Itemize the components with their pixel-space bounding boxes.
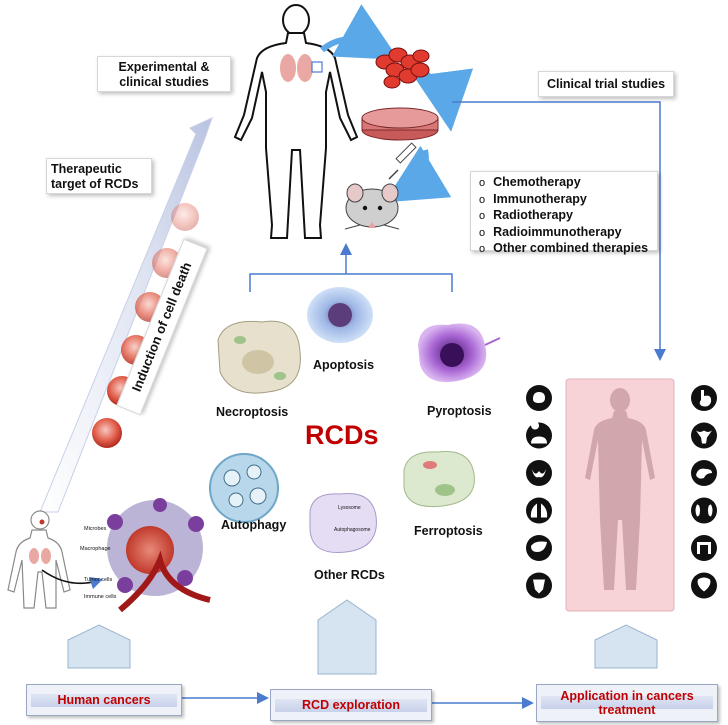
organ-icons-right [691, 385, 717, 599]
other-rcds-cell [309, 492, 377, 554]
experimental-studies-label: Experimental & clinical studies [118, 60, 210, 89]
step-application: Application in cancers treatment [536, 684, 718, 722]
colon-icon [691, 535, 717, 561]
therapy-item: Other combined therapies [479, 241, 649, 258]
label-immune-cells: Immune cells [84, 594, 117, 600]
label-autophagy: Autophagy [221, 518, 287, 532]
pyroptosis-cell [418, 323, 501, 383]
step-rcd-exploration-label: RCD exploration [302, 697, 400, 712]
curved-arrow-body-to-cells [320, 4, 399, 60]
step-application-label: Application in cancers treatment [560, 688, 694, 717]
thyroid-icon [526, 460, 552, 486]
lungs-icon [526, 497, 552, 524]
clinical-trial-label: Clinical trial studies [546, 77, 666, 91]
necroptosis-cell [217, 320, 301, 394]
apoptosis-cell [307, 287, 373, 343]
patient-to-tumor-arrow [41, 569, 104, 590]
bladder-icon [526, 572, 552, 599]
kidneys-icon [691, 497, 717, 524]
step-rcd-exploration: RCD exploration [270, 689, 432, 721]
uterus-icon [691, 422, 717, 449]
label-lysosome: Lysosome [338, 505, 361, 511]
label-ferroptosis: Ferroptosis [414, 524, 483, 538]
label-autophagosome: Autophagosome [334, 527, 371, 533]
label-apoptosis: Apoptosis [313, 358, 375, 372]
label-macrophage: Macrophage [80, 546, 111, 552]
label-necroptosis: Necroptosis [216, 405, 289, 419]
prostate-icon [691, 572, 717, 599]
experimental-studies-box: Experimental & clinical studies [97, 56, 231, 92]
label-tumor-cells: Tumor cells [84, 577, 113, 583]
step-shape-human-cancers [67, 624, 131, 669]
liver-icon [526, 535, 552, 561]
step-shape-rcd-exploration [317, 599, 377, 675]
head-icon [526, 421, 552, 449]
therapy-item: Immunotherapy [479, 192, 649, 209]
label-pyroptosis: Pyroptosis [427, 404, 492, 418]
red-cell-cluster [375, 47, 430, 89]
cancer-patient-figure [7, 510, 71, 609]
rcd-bracket [249, 273, 453, 292]
therapeutic-target-label: Therapeutic target of RCDs [51, 162, 139, 191]
clinical-trial-box: Clinical trial studies [538, 71, 674, 97]
autophagy-cell [209, 453, 279, 523]
human-silhouette-treatment [585, 388, 655, 590]
therapies-list: Chemotherapy Immunotherapy Radiotherapy … [479, 175, 649, 258]
therapeutic-beam-arrow [39, 117, 213, 513]
human-silhouette-top [233, 4, 359, 239]
therapy-item: Chemotherapy [479, 175, 649, 192]
step-human-cancers-label: Human cancers [57, 692, 151, 707]
lungs-inside-body [280, 54, 323, 82]
therapy-item: Radioimmunotherapy [479, 225, 649, 242]
rcds-title: RCDs [305, 420, 379, 450]
pancreas-icon [691, 460, 717, 486]
stomach-icon [691, 385, 717, 411]
clinical-trial-arrow [452, 101, 666, 361]
petri-dish [361, 107, 439, 141]
curved-arrow-dish-to-mouse [384, 145, 452, 203]
step-human-cancers: Human cancers [26, 684, 182, 716]
organ-icons-left [526, 385, 552, 599]
therapies-box: Chemotherapy Immunotherapy Radiotherapy … [470, 171, 658, 255]
label-microbes: Microbes [84, 526, 107, 532]
label-other-rcds: Other RCDs [314, 568, 385, 582]
therapy-item: Radiotherapy [479, 208, 649, 225]
ferroptosis-cell [403, 450, 475, 508]
tumor-microenvironment [107, 498, 211, 613]
step-shape-application [594, 624, 658, 669]
brain-icon [526, 385, 552, 411]
therapeutic-target-box: Therapeutic target of RCDs [46, 158, 152, 194]
mouse-illustration [344, 142, 417, 230]
